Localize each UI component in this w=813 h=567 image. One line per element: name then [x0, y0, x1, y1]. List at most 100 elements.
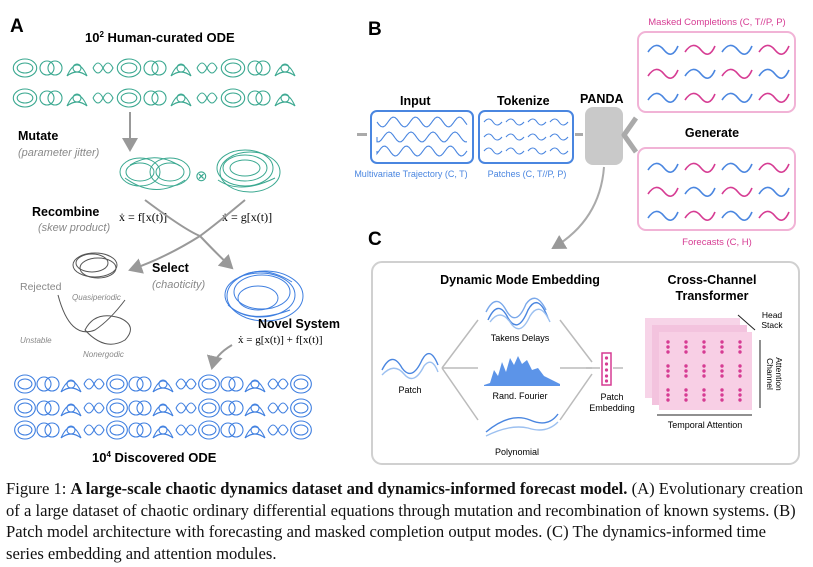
- patch-wave-segment: [505, 118, 525, 126]
- head-stack-bracket: [737, 314, 756, 331]
- patches-box: [478, 110, 574, 164]
- select-arrow: [199, 235, 234, 270]
- mutate-sub: (parameter jitter): [18, 147, 100, 159]
- blue-attractor-glyph: [152, 379, 174, 393]
- attention-dot: [666, 364, 670, 368]
- patch-label: Patch: [398, 385, 421, 395]
- teal-attractor-glyph: [66, 63, 88, 77]
- patch-wave-segment: [527, 118, 547, 126]
- attention-dot: [702, 374, 706, 378]
- channel-attention-label-1: Channel: [765, 358, 775, 390]
- panel-c-letter: C: [368, 229, 382, 250]
- dme-title: Dynamic Mode Embedding: [440, 273, 600, 287]
- teal-attractor-glyph: [143, 90, 167, 106]
- attention-dot: [738, 388, 742, 392]
- figure-1: A 102 Human-curated ODE Mutate (paramete…: [10, 16, 800, 465]
- equation-g: ẋ = g[x(t)]: [222, 210, 272, 224]
- discovered-title: 104 Discovered ODE: [92, 450, 217, 465]
- teal-attractor-glyph: [116, 88, 142, 108]
- forecasts-label: Forecasts (C, H): [682, 237, 752, 248]
- attention-dot: [684, 345, 688, 349]
- attention-dot: [702, 350, 706, 354]
- blue-attractor-glyph: [244, 425, 266, 439]
- attention-dot: [684, 364, 688, 368]
- attention-dot: [738, 369, 742, 373]
- completion-wave: [647, 92, 679, 103]
- attention-dot: [684, 393, 688, 397]
- human-curated-attractors: [12, 58, 296, 108]
- completion-wave: [758, 92, 790, 103]
- completion-wave: [721, 44, 753, 55]
- head-stack-label-1: Head: [762, 310, 783, 320]
- dash-1: [575, 133, 583, 136]
- temporal-attention-label: Temporal Attention: [668, 420, 743, 430]
- generate-label: Generate: [685, 126, 739, 140]
- recombine-label: Recombine: [32, 205, 99, 219]
- attention-dot: [738, 364, 742, 368]
- blue-attractor-glyph: [220, 376, 244, 392]
- blue-attractor-glyph: [83, 402, 105, 414]
- blue-attractor-glyph: [60, 425, 82, 439]
- teal-attractor-glyph: [143, 60, 167, 76]
- attention-dot: [684, 388, 688, 392]
- blue-attractor-glyph: [220, 422, 244, 438]
- teal-attractor-glyph: [12, 88, 38, 108]
- blue-attractor-glyph: [128, 400, 152, 416]
- blue-attractor-glyph: [290, 398, 312, 418]
- panel-a: A 102 Human-curated ODE Mutate (paramete…: [10, 16, 340, 465]
- blue-attractor-glyph: [152, 403, 174, 417]
- blue-attractor-glyph: [106, 398, 128, 418]
- completion-wave: [721, 68, 753, 79]
- panda-model-block: [585, 107, 623, 165]
- teal-attractor-glyph: [116, 58, 142, 78]
- forecast-wave: [684, 186, 716, 197]
- fourier-spectrum: [484, 356, 560, 386]
- patches-caption: Patches (C, T//P, P): [488, 169, 567, 179]
- attention-dot: [720, 364, 724, 368]
- attention-dot: [684, 398, 688, 402]
- panel-b: B Input Tokenize PANDA Multivariate Traj…: [354, 17, 796, 250]
- attention-dot: [702, 345, 706, 349]
- blue-attractor-glyph: [14, 374, 36, 394]
- completion-wave: [684, 92, 716, 103]
- attention-dot: [684, 374, 688, 378]
- attention-dot: [738, 398, 742, 402]
- blue-attractor-glyph: [128, 376, 152, 392]
- blue-attractor-glyph: [198, 374, 220, 394]
- attention-dots: [666, 340, 742, 402]
- completion-wave: [684, 68, 716, 79]
- blue-attractor-glyph: [175, 424, 197, 436]
- attention-dot: [720, 388, 724, 392]
- attention-dot: [738, 374, 742, 378]
- blue-attractor-glyph: [128, 422, 152, 438]
- token-dots: [604, 356, 609, 383]
- completion-wave: [758, 68, 790, 79]
- nonergodic-label: Nonergodic: [83, 350, 124, 359]
- patch-wave-segment: [483, 133, 503, 141]
- forecast-wave: [758, 210, 790, 221]
- attention-dot: [720, 374, 724, 378]
- select-sub: (chaoticity): [152, 279, 206, 291]
- second-attractor: [216, 149, 281, 193]
- novel-system-attractor: [224, 270, 304, 322]
- trajectory-wave: [376, 131, 467, 143]
- attention-dot: [720, 398, 724, 402]
- blue-attractor-glyph: [60, 379, 82, 393]
- attention-dot: [738, 393, 742, 397]
- reject-arrow: [128, 235, 201, 274]
- trajectory-wave: [376, 116, 468, 128]
- teal-attractor-glyph: [66, 93, 88, 107]
- forecast-wave: [758, 186, 790, 197]
- blue-attractor-glyph: [220, 400, 244, 416]
- teal-attractor-glyph: [196, 62, 218, 74]
- teal-attractor-glyph: [247, 90, 271, 106]
- caption-prefix: Figure 1:: [6, 479, 71, 498]
- mutate-label: Mutate: [18, 129, 58, 143]
- trajectory-caption: Multivariate Trajectory (C, T): [354, 169, 467, 179]
- branch-lines: [441, 319, 593, 421]
- completion-wave: [647, 68, 679, 79]
- blue-attractor-glyph: [175, 378, 197, 390]
- blue-attractor-glyph: [14, 398, 36, 418]
- unstable-label: Unstable: [20, 336, 52, 345]
- blue-attractor-glyph: [198, 420, 220, 440]
